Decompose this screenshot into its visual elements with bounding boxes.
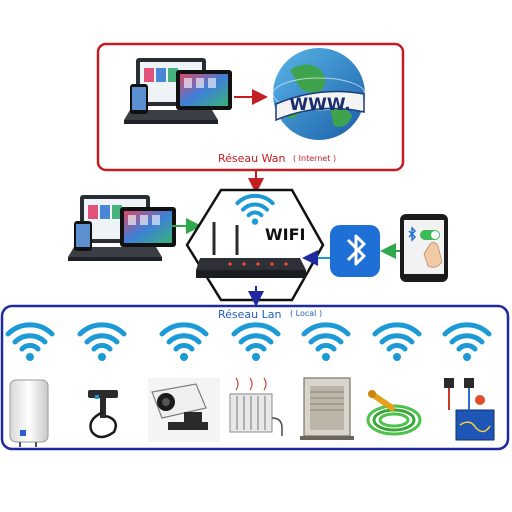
globe-www-icon: WWW.: [272, 48, 366, 140]
charging-station-icon: [88, 390, 118, 439]
radiator-icon: [229, 377, 283, 436]
lan-label: Réseau Lan: [218, 308, 281, 321]
lan-wifi-icon-5: [304, 325, 348, 361]
lan-box: [0, 304, 510, 451]
lan-wifi-icon-6: [375, 325, 419, 361]
heat-pump-icon: [444, 378, 495, 441]
water-heater-icon: [9, 379, 49, 447]
smartphone-toggle-icon: [400, 214, 448, 282]
garden-hose-icon: [366, 390, 422, 436]
wan-label: Réseau Wan: [218, 152, 286, 165]
lan-wifi-icon-2: [80, 325, 124, 361]
security-camera-icon: [148, 378, 220, 442]
wan-sublabel: ( Internet ): [293, 154, 336, 163]
router-label: WIFI: [265, 225, 305, 244]
lan-wifi-icon-7: [445, 325, 489, 361]
lan-sublabel: ( Local ): [290, 309, 322, 318]
lan-wifi-icon-4: [234, 325, 278, 361]
lan-wifi-icon-1: [8, 325, 52, 361]
lan-wifi-icon-3: [162, 325, 206, 361]
wan-box: [96, 42, 405, 172]
wan-devices-icon: [124, 58, 232, 124]
roller-shutter-icon: [300, 377, 354, 440]
bluetooth-icon: [330, 225, 380, 277]
globe-text: WWW.: [289, 95, 350, 115]
lan-side-devices-icon: [68, 195, 176, 261]
wifi-router-icon: [196, 222, 306, 278]
